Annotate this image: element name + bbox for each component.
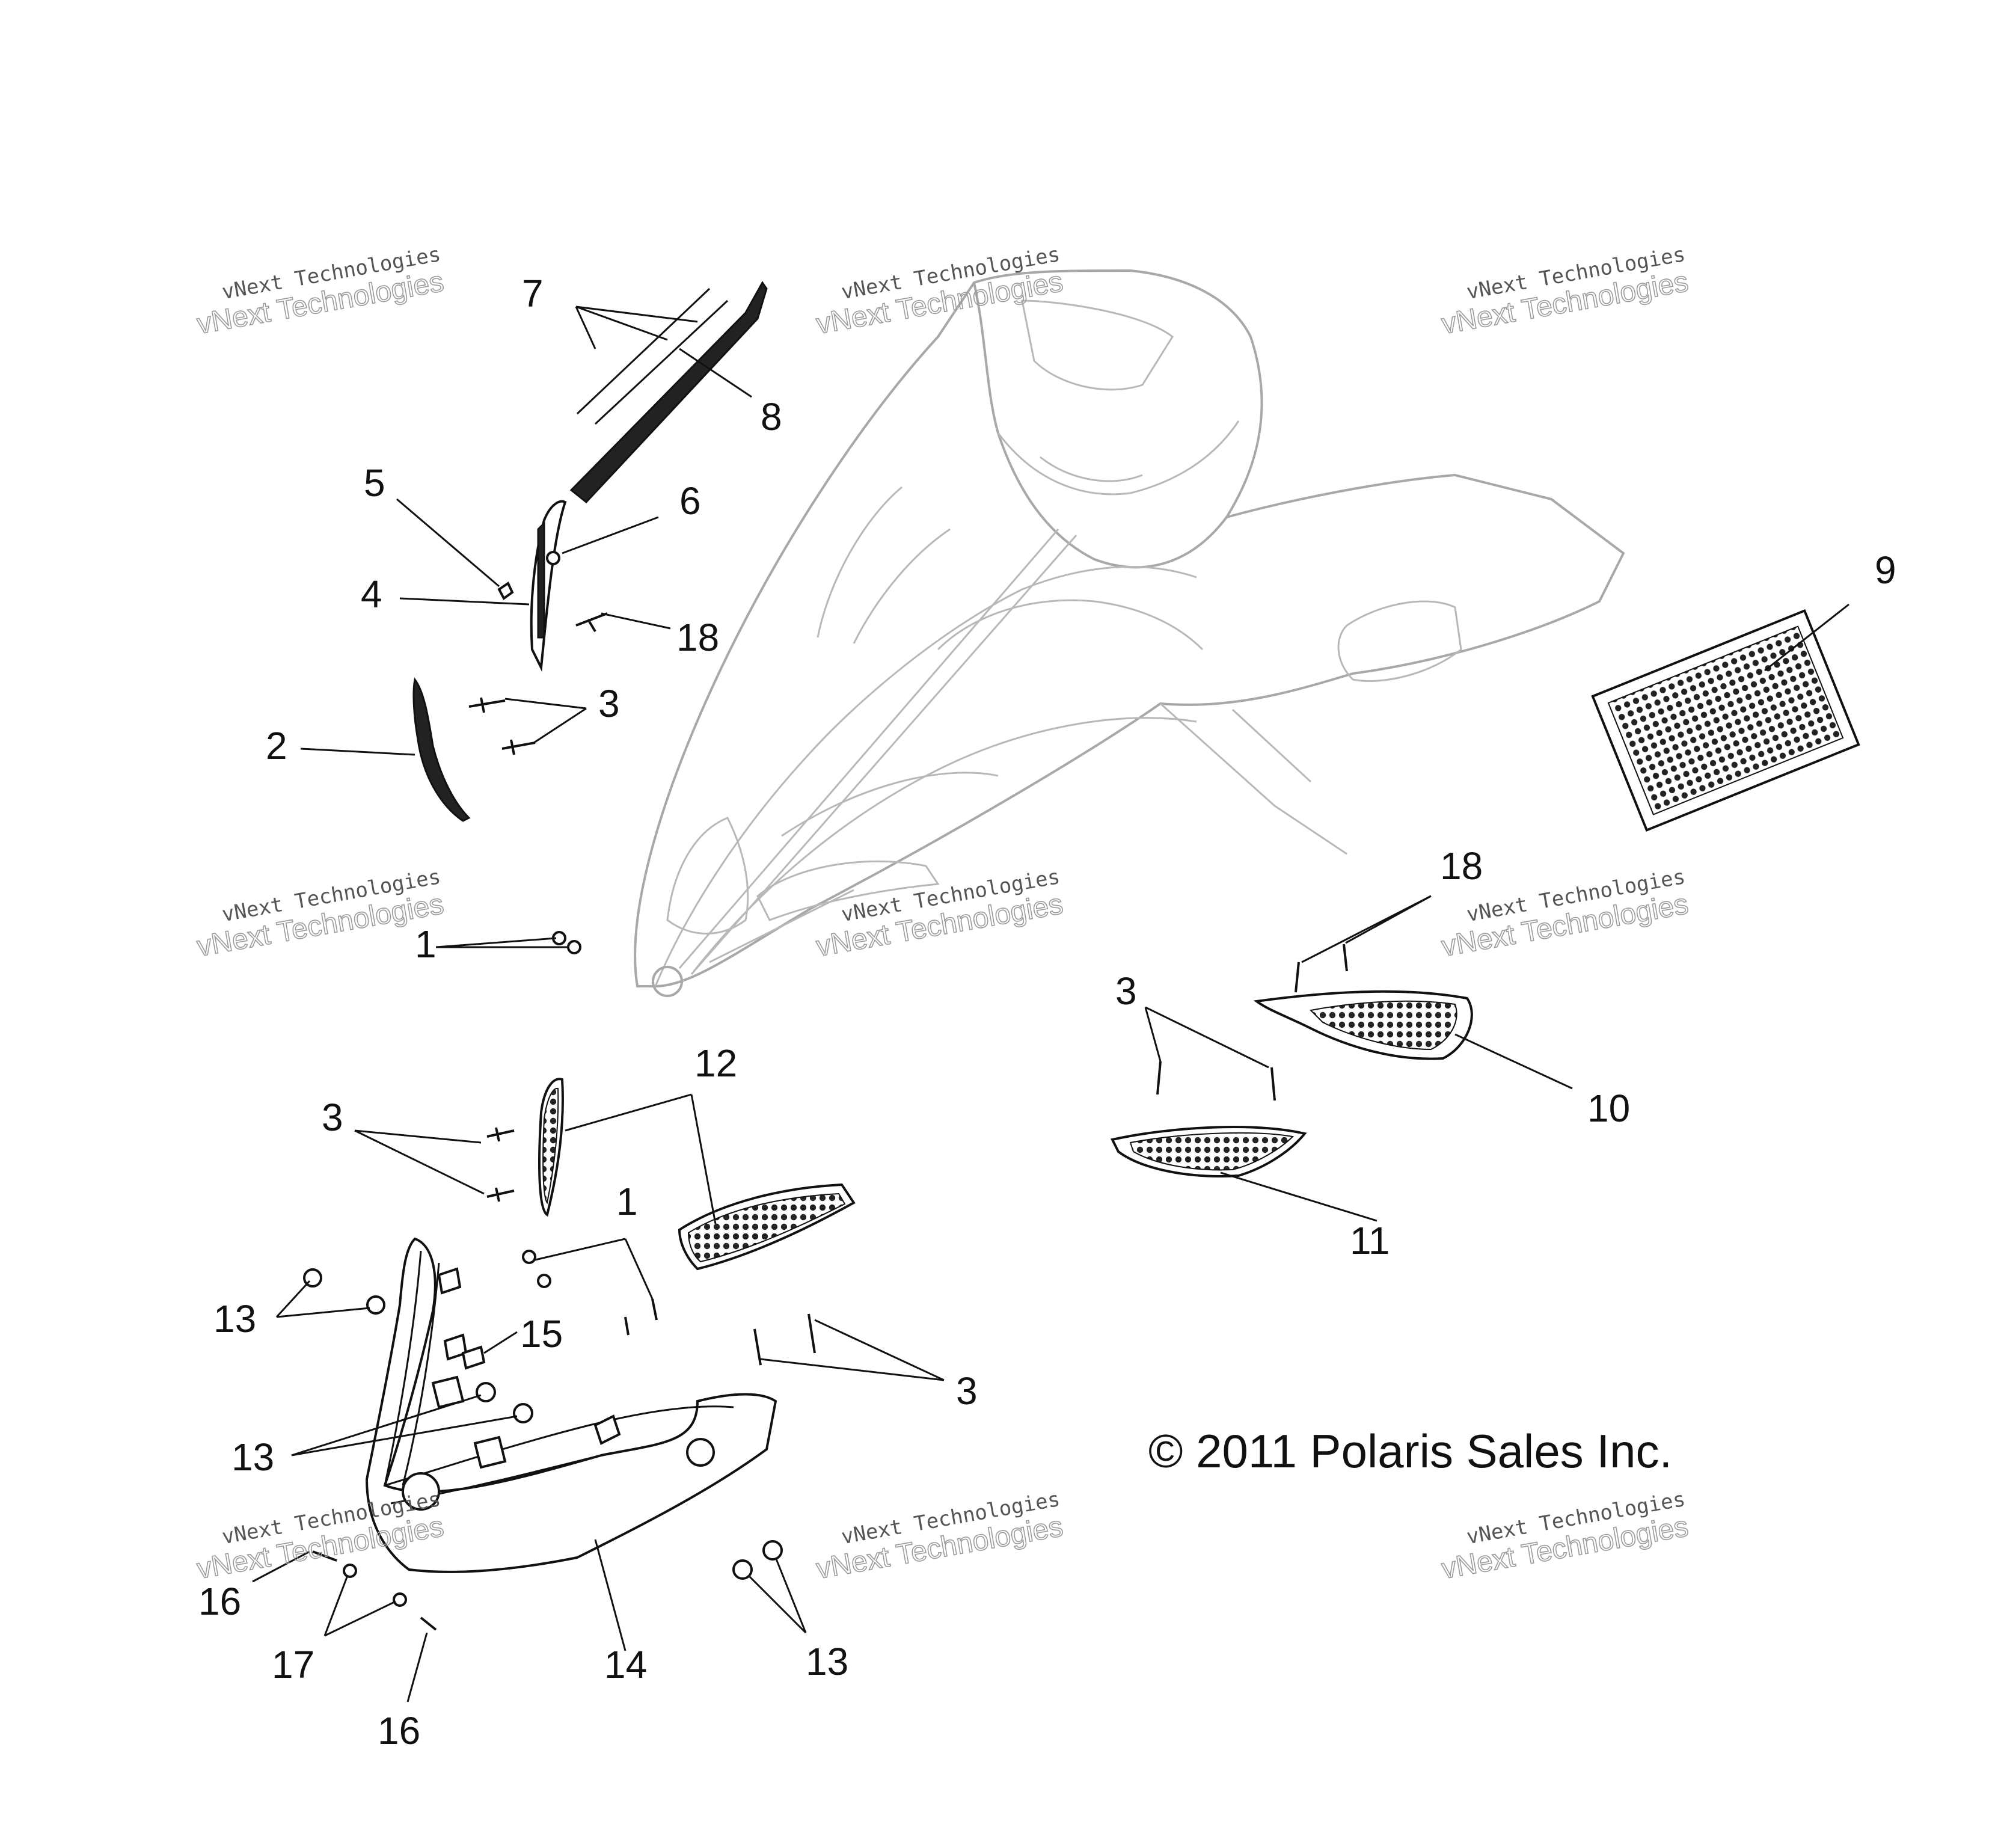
- callout-16-bottom: 16: [378, 1709, 420, 1752]
- callout-labels: 7 8 5 6 4 18 3 2 1 9 18 3 10 11 12 3 1 1…: [198, 272, 1896, 1752]
- fastener-6: [546, 551, 560, 565]
- fastener-13e: [732, 1559, 753, 1580]
- fastener-3a: [468, 697, 506, 713]
- watermark-mid-left: vNext Technologies vNext Technologies: [194, 865, 447, 963]
- fastener-1e: [624, 1316, 630, 1336]
- fastener-5: [497, 582, 514, 600]
- callout-16-left: 16: [198, 1580, 241, 1623]
- watermark-top-left: vNext Technologies vNext Technologies: [194, 242, 447, 341]
- callout-3-lower-right: 3: [956, 1369, 978, 1413]
- fastener-3b: [501, 739, 536, 755]
- fastener-3c: [1156, 1061, 1162, 1095]
- part-vent-12: [538, 1078, 856, 1271]
- part-windshield-trim: [569, 281, 768, 504]
- callout-13-bottom: 13: [806, 1640, 848, 1683]
- fastener-3g: [807, 1313, 816, 1354]
- fastener-18b: [1295, 962, 1300, 993]
- callout-4: 4: [361, 573, 382, 616]
- callout-1-lower: 1: [616, 1180, 638, 1223]
- callout-14: 14: [604, 1643, 647, 1686]
- callout-3-right: 3: [1115, 969, 1137, 1013]
- watermark-bottom-right: vNext Technologies vNext Technologies: [1439, 1487, 1691, 1586]
- fastener-18a: [575, 612, 608, 633]
- part-vent-11: [1111, 1126, 1307, 1177]
- part-vent-10: [1253, 990, 1473, 1060]
- fastener-17a: [343, 1564, 357, 1578]
- fastener-3h: [753, 1328, 762, 1366]
- part-mesh-panel: [1591, 609, 1860, 832]
- callout-5: 5: [364, 461, 385, 505]
- watermark-mid-center: vNext Technologies vNext Technologies: [814, 865, 1066, 963]
- fastener-17b: [393, 1592, 407, 1607]
- callout-18-upper: 18: [676, 616, 719, 659]
- fastener-18c: [1343, 944, 1348, 972]
- fastener-13d: [513, 1403, 533, 1423]
- fastener-1c: [522, 1250, 536, 1264]
- fastener-1f: [651, 1298, 658, 1321]
- hood-outline: [634, 269, 1625, 997]
- fastener-13f: [762, 1540, 783, 1561]
- fastener-16b: [420, 1616, 437, 1631]
- fastener-3d: [1270, 1067, 1276, 1101]
- callout-11: 11: [1350, 1219, 1390, 1262]
- callout-8: 8: [761, 395, 782, 438]
- callout-10: 10: [1587, 1087, 1630, 1130]
- callout-13-middle: 13: [231, 1435, 274, 1479]
- watermark-top-center: vNext Technologies vNext Technologies: [814, 242, 1066, 341]
- callout-7: 7: [522, 272, 544, 315]
- fastener-16a: [312, 1550, 337, 1562]
- leader-lines: [252, 305, 1849, 1702]
- fastener-1b: [567, 940, 581, 954]
- callout-15: 15: [520, 1312, 563, 1355]
- callout-12: 12: [694, 1042, 737, 1085]
- part-side-trim: [530, 500, 567, 672]
- fastener-1d: [537, 1274, 551, 1288]
- fastener-3f: [486, 1187, 515, 1202]
- callout-2: 2: [266, 724, 287, 767]
- fastener-13b: [366, 1295, 385, 1315]
- callout-9: 9: [1875, 548, 1896, 592]
- fastener-13c: [476, 1382, 496, 1402]
- watermark-top-right: vNext Technologies vNext Technologies: [1439, 242, 1691, 341]
- callout-18-right: 18: [1440, 844, 1483, 888]
- part-vent-trim: [412, 677, 471, 822]
- fastener-15: [461, 1345, 486, 1370]
- fasteners: [303, 551, 1348, 1631]
- callout-6: 6: [679, 479, 701, 523]
- callout-3-upper: 3: [598, 682, 620, 725]
- callout-3-lower-left: 3: [322, 1096, 343, 1139]
- callout-1-upper: 1: [415, 922, 437, 966]
- callout-17: 17: [272, 1643, 314, 1686]
- fastener-3e: [486, 1127, 515, 1142]
- copyright-text: © 2011 Polaris Sales Inc.: [1148, 1425, 1672, 1478]
- part-lower-bumper: [365, 1237, 777, 1573]
- watermark-bottom-center: vNext Technologies vNext Technologies: [814, 1487, 1066, 1586]
- callout-13-upper: 13: [213, 1297, 256, 1340]
